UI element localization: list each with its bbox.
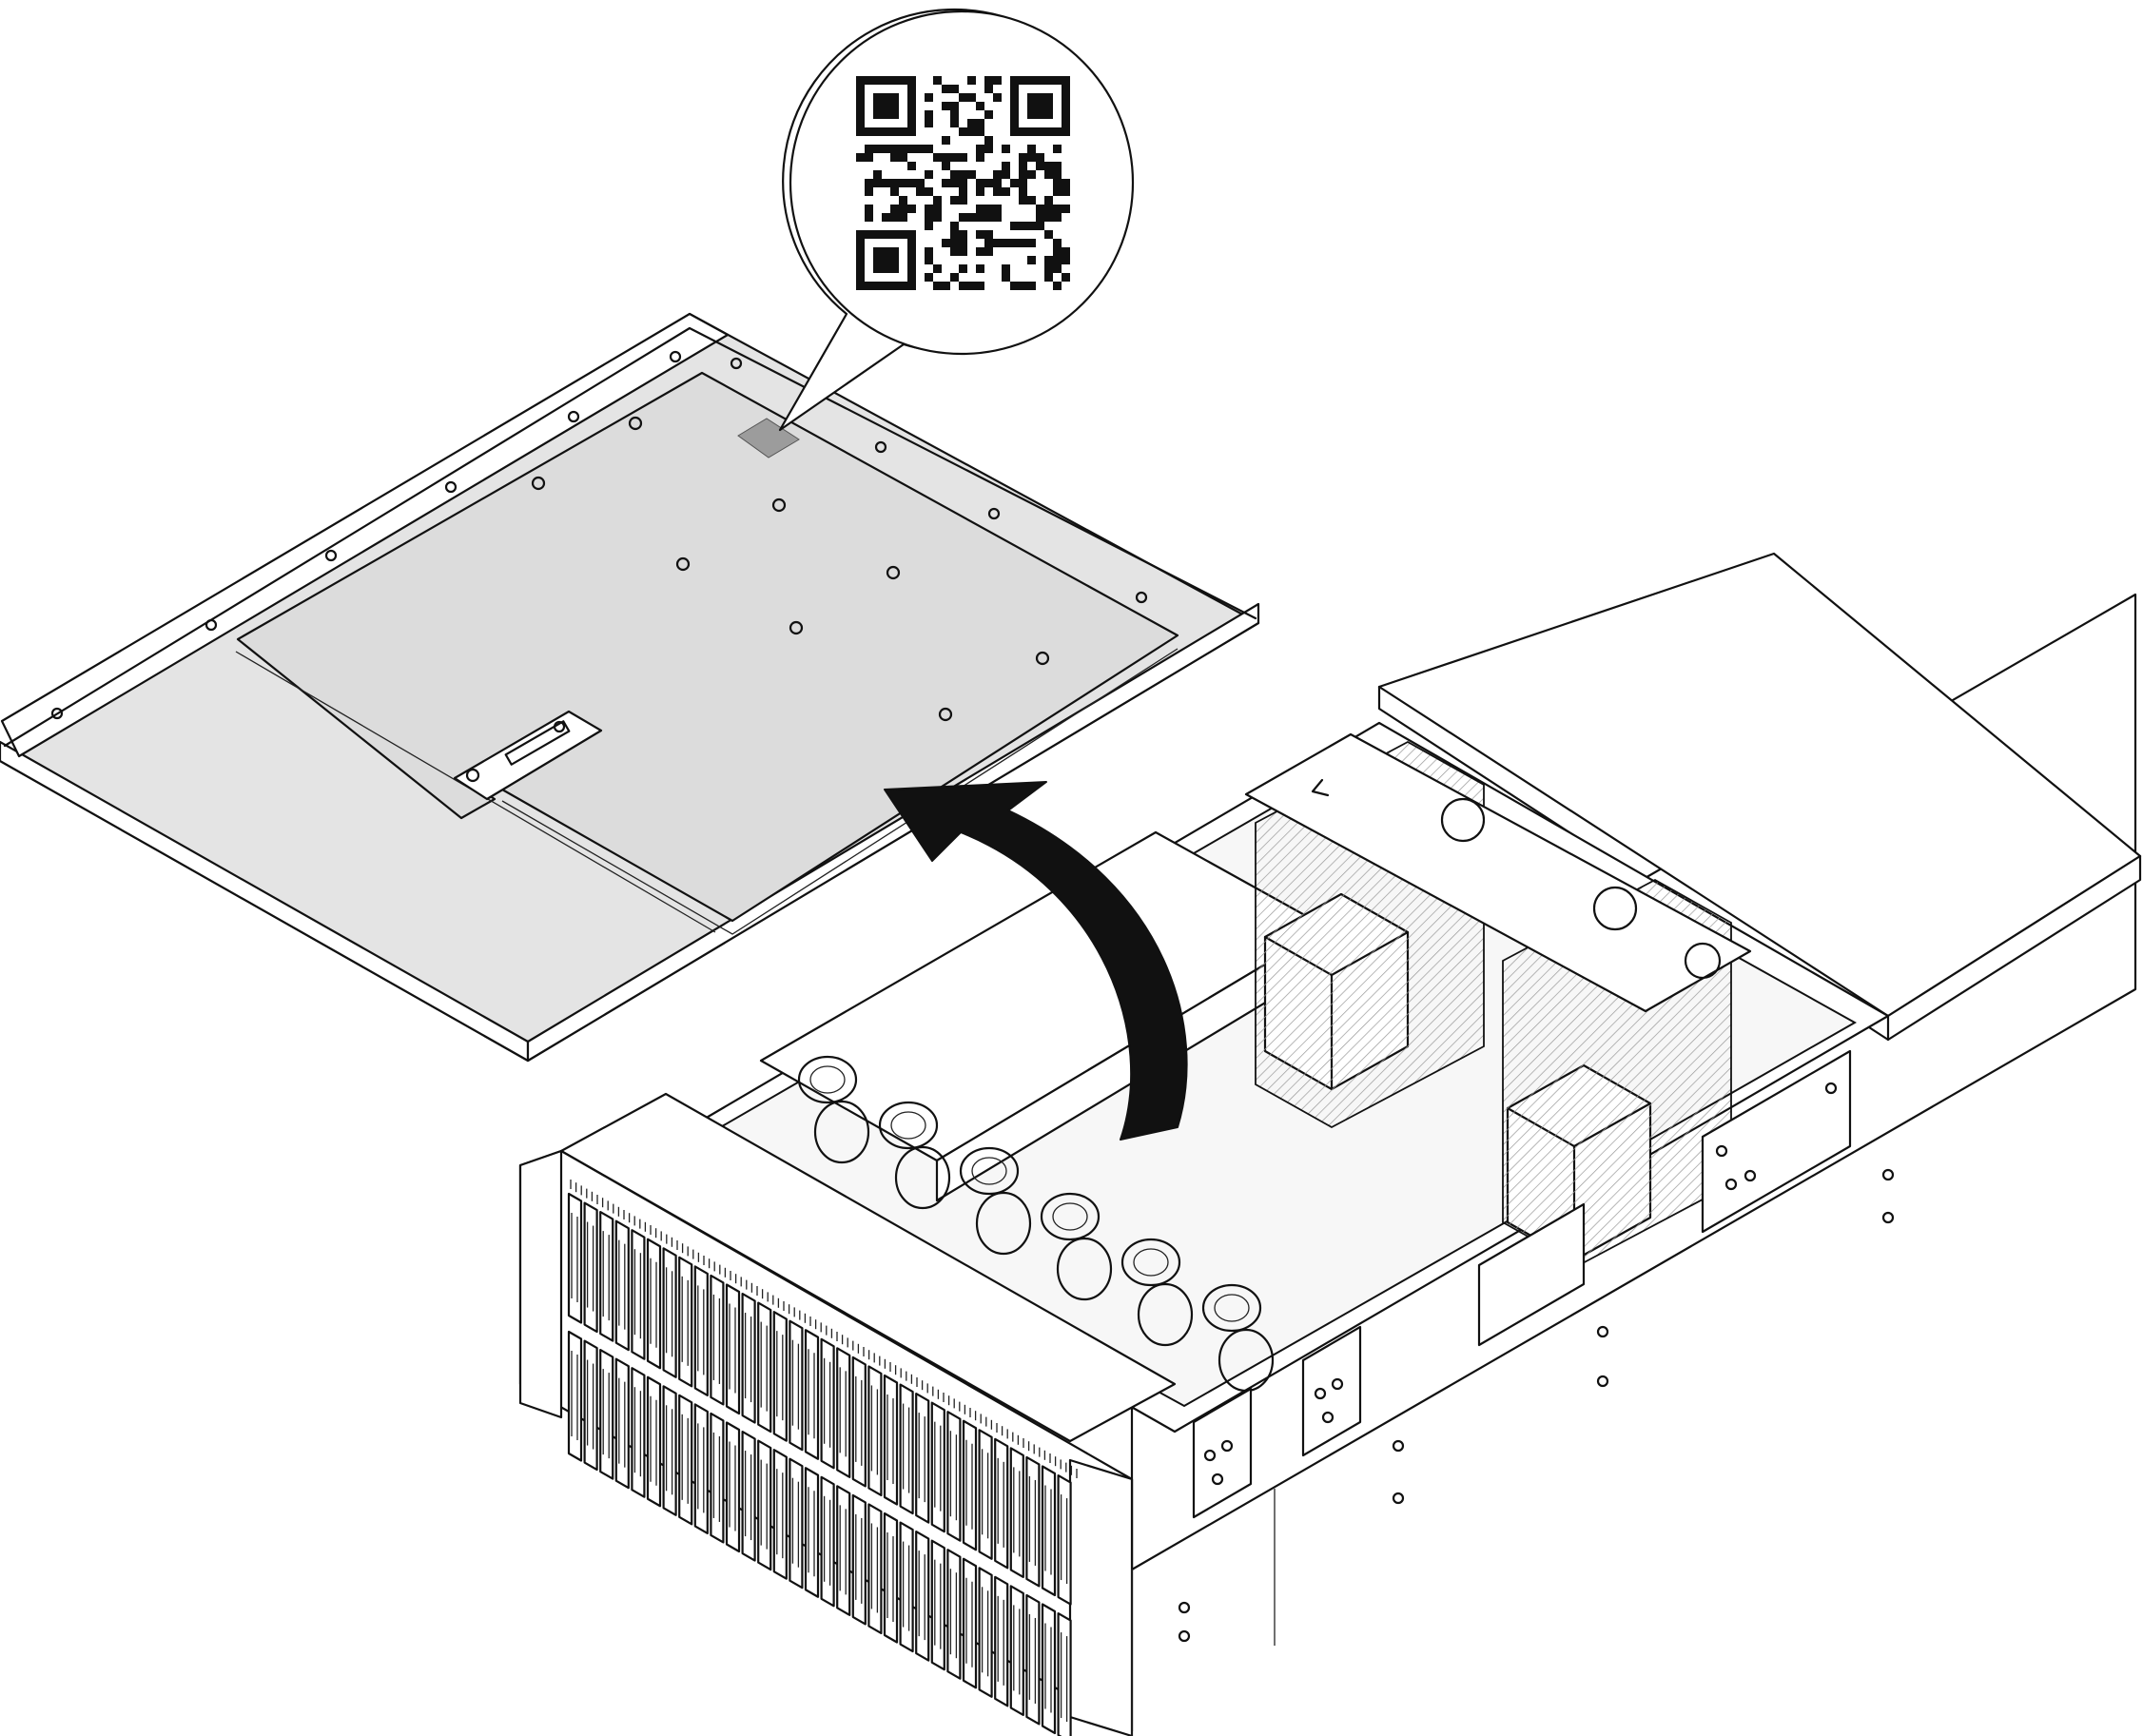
drive-bay bbox=[599, 1348, 614, 1480]
server-chassis bbox=[518, 552, 2142, 1736]
drive-bay bbox=[614, 1357, 630, 1490]
drive-bay bbox=[710, 1274, 725, 1406]
drive-bay bbox=[883, 1512, 899, 1644]
drive-bay bbox=[1041, 1603, 1057, 1735]
lift-arrow-icon bbox=[884, 781, 1188, 1141]
drive-bay bbox=[1009, 1585, 1024, 1717]
fan-module bbox=[878, 1101, 951, 1210]
drive-bay bbox=[867, 1365, 883, 1497]
drive-bay bbox=[1025, 1593, 1041, 1726]
drive-bay bbox=[693, 1403, 709, 1535]
drive-bay bbox=[678, 1256, 693, 1388]
qr-callout bbox=[778, 8, 1135, 432]
drive-bay bbox=[1057, 1473, 1072, 1606]
drive-bay bbox=[899, 1521, 914, 1653]
drive-bay bbox=[693, 1265, 709, 1397]
drive-bay bbox=[614, 1219, 630, 1352]
drive-bay bbox=[1057, 1611, 1072, 1736]
drive-bay bbox=[883, 1374, 899, 1506]
drive-bay bbox=[631, 1367, 646, 1498]
drive-bay bbox=[772, 1449, 788, 1580]
drive-bay bbox=[725, 1421, 741, 1553]
rack-ear-left bbox=[518, 1149, 563, 1419]
cover-release-latch bbox=[453, 710, 603, 801]
drive-bay bbox=[1025, 1455, 1041, 1588]
drive-bay bbox=[851, 1493, 867, 1626]
front-top-strip bbox=[559, 1092, 1177, 1443]
drive-bay bbox=[567, 1192, 583, 1324]
drive-bay bbox=[820, 1337, 835, 1470]
drive-bay bbox=[710, 1412, 725, 1544]
rack-ear-right bbox=[1068, 1458, 1134, 1736]
drive-bay bbox=[930, 1401, 945, 1533]
drive-bay bbox=[915, 1530, 930, 1662]
drive-bay bbox=[899, 1383, 914, 1515]
drive-bay bbox=[646, 1238, 662, 1370]
riser-cages bbox=[1244, 732, 1752, 1013]
flange-rivets bbox=[50, 350, 682, 720]
qr-label-patch bbox=[737, 418, 800, 458]
drive-bay bbox=[930, 1539, 945, 1671]
fan-module bbox=[1040, 1192, 1113, 1301]
drive-bay bbox=[978, 1567, 993, 1698]
drive-bay bbox=[725, 1283, 741, 1415]
drive-bay bbox=[583, 1201, 598, 1334]
top-cover-lip-right bbox=[526, 602, 1260, 1063]
drive-bay bbox=[599, 1210, 614, 1342]
drive-bay bbox=[804, 1329, 820, 1460]
drive-bay bbox=[820, 1475, 835, 1608]
drive-bay bbox=[567, 1330, 583, 1462]
drive-bay bbox=[757, 1439, 772, 1571]
drive-bay bbox=[662, 1385, 677, 1516]
drive-bay bbox=[994, 1575, 1009, 1707]
drive-bay bbox=[741, 1430, 756, 1562]
drive-bay bbox=[946, 1549, 962, 1680]
drive-bay bbox=[757, 1301, 772, 1434]
drive-bay bbox=[772, 1311, 788, 1442]
drive-bay bbox=[978, 1429, 993, 1560]
drive-bay bbox=[962, 1419, 978, 1551]
drive-bay bbox=[836, 1347, 851, 1478]
drive-bay bbox=[851, 1356, 867, 1488]
top-cover-rear-flange bbox=[0, 312, 730, 758]
fan-module bbox=[1120, 1238, 1194, 1347]
drive-bay bbox=[836, 1485, 851, 1616]
drive-bay bbox=[789, 1319, 804, 1452]
top-cover bbox=[0, 312, 1260, 1063]
drive-bay bbox=[804, 1467, 820, 1598]
drive-bay bbox=[662, 1247, 677, 1378]
qr-code-icon bbox=[856, 76, 1070, 290]
side-plates bbox=[1131, 1049, 1895, 1736]
drive-bay bbox=[678, 1394, 693, 1526]
cover-screw-bosses bbox=[531, 357, 1148, 722]
drive-bay bbox=[583, 1339, 598, 1472]
drive-bay bbox=[867, 1503, 883, 1635]
drive-bay bbox=[994, 1437, 1009, 1570]
drive-bay bbox=[1009, 1447, 1024, 1579]
drive-bay bbox=[915, 1392, 930, 1524]
drive-bay bbox=[646, 1375, 662, 1508]
fan-module bbox=[797, 1055, 870, 1164]
drive-bay bbox=[789, 1457, 804, 1590]
drive-bay bbox=[631, 1229, 646, 1360]
drive-bay bbox=[741, 1292, 756, 1424]
drive-bay bbox=[946, 1411, 962, 1542]
drive-bays bbox=[567, 1180, 1078, 1736]
drive-bay bbox=[1041, 1465, 1057, 1597]
drive-bay bbox=[962, 1557, 978, 1689]
fan-module bbox=[959, 1146, 1032, 1256]
